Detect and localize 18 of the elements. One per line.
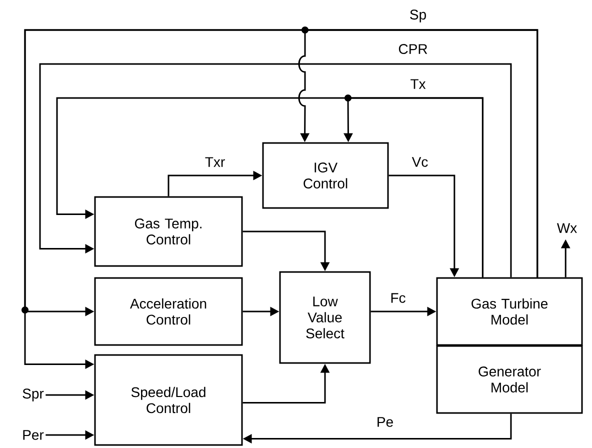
block-box: IGV Control [262,142,389,209]
edge-label: Txr [204,156,226,168]
arrow [39,63,512,278]
edge-label: Tx [409,78,427,90]
edge-label: Sp [408,8,428,24]
block-box: Gas Turbine Model [436,277,583,346]
block-box: Acceleration Control [94,277,243,346]
block-box: Low Value Select [279,271,371,364]
block-box: Speed/Load Control [94,354,243,446]
signal-label: Spr [22,388,44,402]
edge-label: Pe [375,416,395,428]
edge-label: Wx [556,222,578,234]
edge-label: CPR [397,43,429,55]
edge-label: Vc [410,156,430,168]
block-box: Gas Temp. Control [94,196,243,267]
block-box: Generator Model [436,345,583,414]
signal-label: Per [23,430,44,440]
edge-label: Fc [389,292,407,304]
